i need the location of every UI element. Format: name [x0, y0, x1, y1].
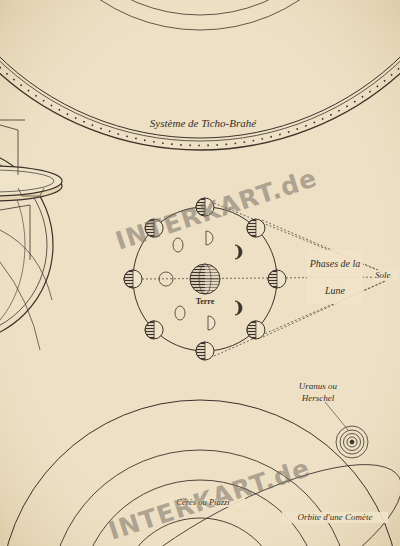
sun-label: Sole [375, 270, 397, 281]
moon [247, 321, 265, 339]
earth-node: Terre [185, 262, 225, 307]
ceres-label: Cérès ou Piazzi [162, 497, 244, 507]
label-patch [307, 250, 363, 304]
moon-shadow [247, 219, 256, 237]
moon-shadow [247, 321, 256, 339]
comet-label: Orbite d'une Comète [283, 512, 387, 523]
tycho-system [0, 0, 400, 150]
label-patch [374, 270, 398, 281]
moon-shadow [145, 321, 154, 339]
uranus-symbol [336, 426, 368, 458]
label-patch [282, 512, 388, 523]
earth-label: Terre [185, 297, 225, 307]
phase-figures [159, 231, 242, 330]
moon-shadow [196, 342, 205, 360]
moon [268, 270, 286, 288]
uranus-label: Uranus ou Herschel [298, 380, 338, 404]
moon [247, 219, 265, 237]
phases-title: Phases de la Lune [308, 250, 362, 304]
moon [145, 321, 163, 339]
moon [124, 270, 142, 288]
planet-orbits [0, 400, 400, 546]
system-title: Système de Ticho-Brahé [140, 117, 266, 130]
earth-globe [185, 262, 225, 296]
moon-shadow [124, 270, 133, 288]
moon-shadow [268, 270, 277, 288]
moon [196, 342, 214, 360]
armillary-sphere [0, 120, 62, 350]
